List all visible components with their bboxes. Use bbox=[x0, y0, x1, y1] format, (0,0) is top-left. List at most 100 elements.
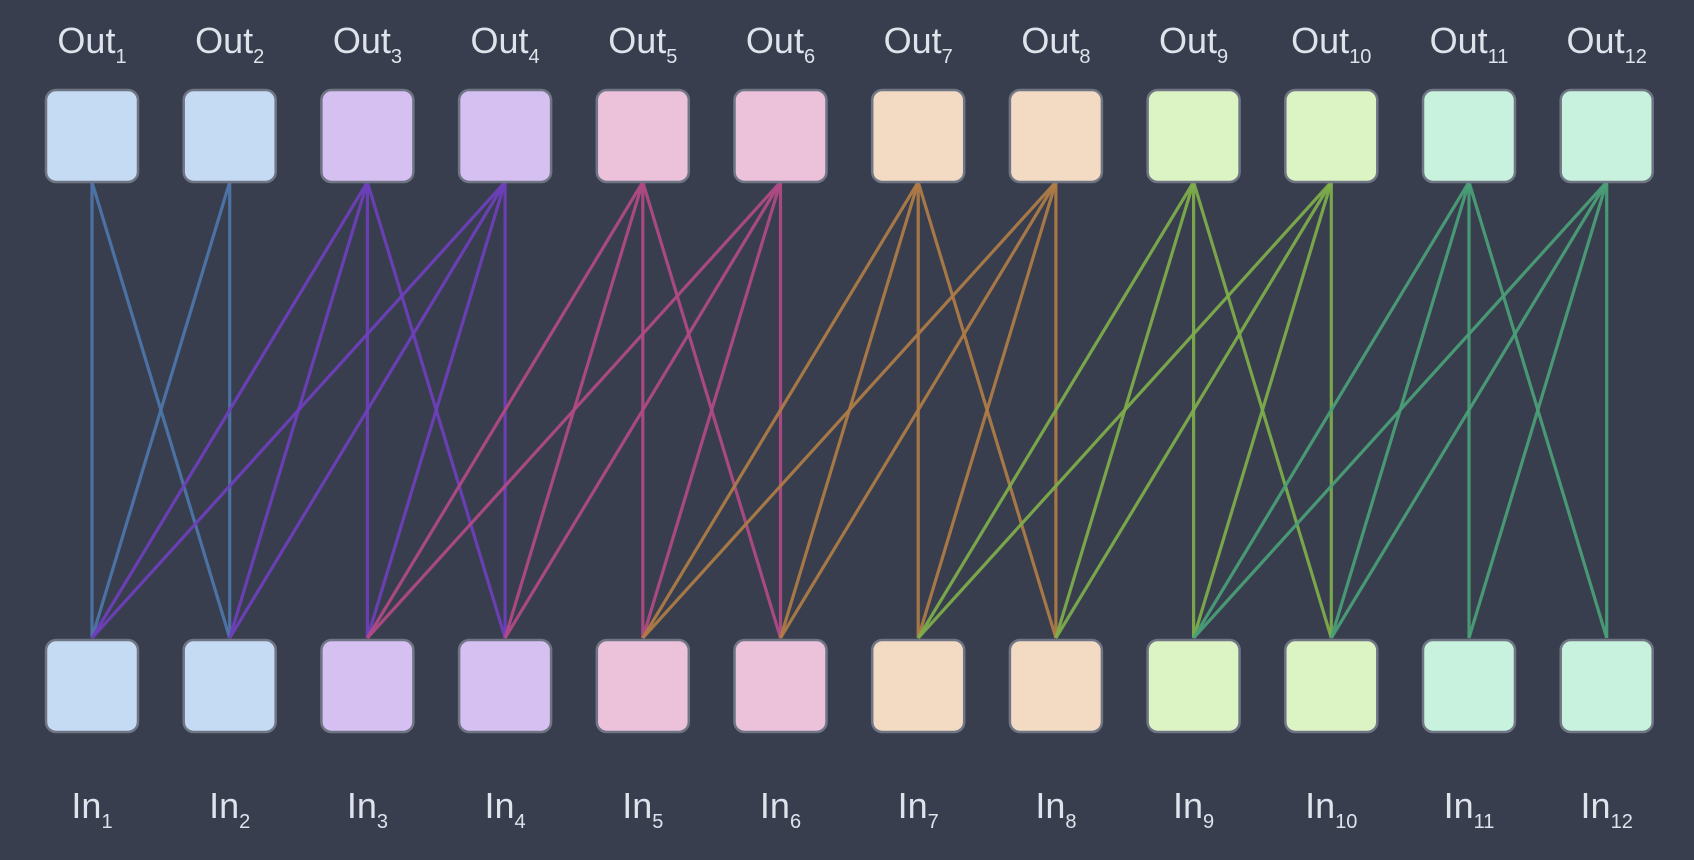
output-label-10: Out10 bbox=[1291, 20, 1371, 68]
output-label-subscript: 12 bbox=[1625, 46, 1647, 68]
output-label-subscript: 2 bbox=[253, 46, 264, 68]
output-node-5 bbox=[595, 88, 691, 184]
output-label-subscript: 11 bbox=[1488, 46, 1509, 68]
output-label-text: Out bbox=[1430, 20, 1488, 61]
input-node-4 bbox=[457, 638, 553, 734]
input-label-text: In bbox=[347, 785, 377, 826]
edge-out6-in4 bbox=[503, 181, 782, 639]
input-node-1 bbox=[44, 638, 140, 734]
output-label-1: Out1 bbox=[57, 20, 126, 68]
output-label-subscript: 3 bbox=[391, 46, 402, 68]
input-node-10 bbox=[1284, 638, 1379, 734]
input-node-2 bbox=[182, 638, 277, 734]
input-label-1: In1 bbox=[71, 785, 112, 833]
edge-out10-in9 bbox=[1192, 181, 1333, 639]
input-label-text: In bbox=[1444, 785, 1474, 826]
output-label-text: Out bbox=[333, 20, 391, 61]
edge-out12-in9 bbox=[1192, 180, 1608, 640]
input-label-subscript: 2 bbox=[239, 811, 250, 833]
output-node-4 bbox=[457, 88, 553, 184]
output-label-11: Out11 bbox=[1430, 20, 1509, 68]
output-label-text: Out bbox=[1021, 20, 1079, 61]
input-node-3 bbox=[320, 638, 415, 734]
output-label-text: Out bbox=[608, 20, 666, 61]
edge-out6-in3 bbox=[366, 180, 782, 640]
output-label-subscript: 4 bbox=[529, 46, 540, 68]
edge-out6-in5 bbox=[641, 181, 783, 639]
edge-out11-in9 bbox=[1192, 181, 1471, 639]
input-label-text: In bbox=[1581, 785, 1611, 826]
input-label-10: In10 bbox=[1305, 785, 1357, 833]
input-label-11: In11 bbox=[1444, 785, 1495, 833]
input-label-12: In12 bbox=[1581, 785, 1633, 833]
input-node-5 bbox=[595, 638, 691, 734]
input-label-subscript: 12 bbox=[1611, 811, 1633, 833]
edge-out8-in7 bbox=[916, 181, 1058, 639]
edge-out12-in10 bbox=[1329, 181, 1609, 639]
input-label-9: In9 bbox=[1173, 785, 1214, 833]
input-label-subscript: 3 bbox=[377, 811, 388, 833]
edge-out12-in11 bbox=[1467, 181, 1609, 639]
output-label-subscript: 9 bbox=[1217, 46, 1228, 68]
input-label-subscript: 8 bbox=[1065, 811, 1076, 833]
output-node-3 bbox=[320, 88, 415, 184]
edge-out10-in7 bbox=[917, 180, 1333, 640]
input-label-text: In bbox=[485, 785, 515, 826]
input-label-text: In bbox=[760, 785, 790, 826]
output-node-9 bbox=[1146, 88, 1241, 184]
output-label-9: Out9 bbox=[1159, 20, 1228, 68]
output-label-2: Out2 bbox=[195, 20, 264, 68]
edge-out2-in1 bbox=[90, 181, 232, 639]
edge-out4-in1 bbox=[90, 180, 507, 640]
edge-out10-in8 bbox=[1054, 181, 1333, 639]
output-label-5: Out5 bbox=[608, 20, 677, 68]
output-label-subscript: 6 bbox=[804, 46, 815, 68]
output-node-8 bbox=[1008, 88, 1104, 184]
output-label-6: Out6 bbox=[746, 20, 815, 68]
output-label-subscript: 5 bbox=[666, 46, 677, 68]
input-label-subscript: 7 bbox=[928, 811, 939, 833]
output-label-7: Out7 bbox=[884, 20, 953, 68]
output-label-text: Out bbox=[1291, 20, 1349, 61]
input-label-7: In7 bbox=[898, 785, 939, 833]
input-node-7 bbox=[870, 638, 966, 734]
input-label-3: In3 bbox=[347, 785, 388, 833]
node-boxes bbox=[44, 88, 1654, 734]
output-label-12: Out12 bbox=[1567, 20, 1647, 68]
output-label-subscript: 10 bbox=[1349, 46, 1371, 68]
output-label-text: Out bbox=[884, 20, 942, 61]
input-label-text: In bbox=[209, 785, 239, 826]
output-node-10 bbox=[1284, 88, 1379, 184]
edge-out4-in3 bbox=[365, 181, 507, 639]
output-label-subscript: 1 bbox=[115, 46, 126, 68]
input-node-12 bbox=[1559, 638, 1654, 734]
input-label-subscript: 5 bbox=[652, 811, 663, 833]
output-label-text: Out bbox=[57, 20, 115, 61]
output-label-text: Out bbox=[746, 20, 804, 61]
output-node-7 bbox=[870, 88, 966, 184]
output-label-text: Out bbox=[1567, 20, 1625, 61]
input-label-text: In bbox=[622, 785, 652, 826]
input-node-9 bbox=[1146, 638, 1241, 734]
output-label-4: Out4 bbox=[471, 20, 540, 68]
input-label-text: In bbox=[1173, 785, 1203, 826]
output-label-text: Out bbox=[1159, 20, 1217, 61]
output-label-text: Out bbox=[195, 20, 253, 61]
input-label-subscript: 6 bbox=[790, 811, 801, 833]
output-node-1 bbox=[44, 88, 140, 184]
input-label-2: In2 bbox=[209, 785, 250, 833]
input-label-subscript: 1 bbox=[101, 811, 112, 833]
output-label-3: Out3 bbox=[333, 20, 402, 68]
input-label-text: In bbox=[1305, 785, 1335, 826]
connection-lines bbox=[90, 180, 1609, 640]
input-label-8: In8 bbox=[1035, 785, 1076, 833]
output-node-12 bbox=[1559, 88, 1654, 184]
input-label-subscript: 4 bbox=[515, 811, 526, 833]
input-node-8 bbox=[1008, 638, 1104, 734]
output-label-subscript: 8 bbox=[1079, 46, 1090, 68]
input-node-6 bbox=[733, 638, 828, 734]
input-label-subscript: 11 bbox=[1474, 811, 1495, 833]
